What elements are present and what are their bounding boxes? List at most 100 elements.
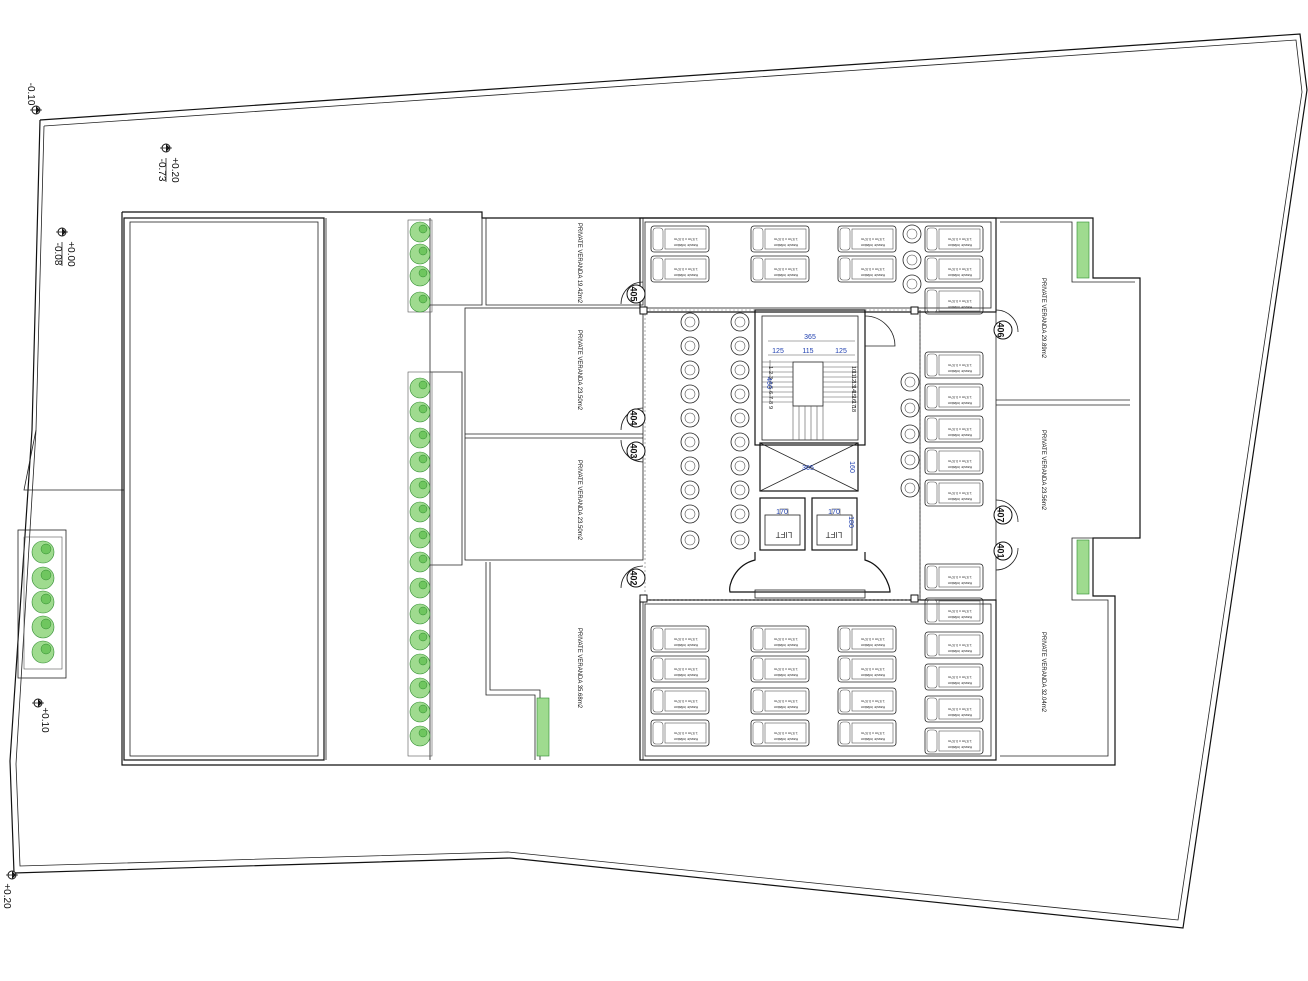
stair-step-number: 16 — [850, 396, 856, 402]
circle-marker-inner — [684, 484, 696, 496]
bed-size-label: 1.97m x 0.97m — [861, 267, 885, 271]
circle-marker — [680, 408, 700, 428]
bed-type-label: Hassle Inflation — [774, 673, 799, 677]
veranda-label-407: PRIVATE VERANDA 23.56m2 — [1040, 430, 1046, 511]
bed-type-label: Hassle Inflation — [948, 305, 973, 309]
unit-number-402: 402 — [629, 570, 639, 585]
bed-size-label: 1.97m x 0.97m — [674, 637, 698, 641]
left-planter — [17, 529, 67, 679]
bed-size-label: 1.97m x 0.97m — [774, 699, 798, 703]
circle-marker-inner — [734, 534, 746, 546]
bed-size-label: 1.97m x 0.97m — [948, 237, 972, 241]
veranda-label-406: PRIVATE VERANDA 29.89m2 — [1040, 278, 1046, 359]
circle-marker-inner — [684, 436, 696, 448]
bed-size-label: 1.97m x 0.97m — [948, 395, 972, 399]
level-c-upper: +0.00 — [65, 241, 76, 267]
unit-tag-405: 405 — [620, 281, 646, 305]
unit-number-407: 407 — [996, 507, 1006, 522]
level-c-lower: -0.08 — [52, 243, 63, 266]
bed-type-label: Hassle Inflation — [774, 273, 799, 277]
bed-size-label: 1.97m x 0.97m — [774, 237, 798, 241]
level-a-upper: -0.10 — [25, 83, 36, 106]
bed-type-label: Hassle Inflation — [948, 433, 973, 437]
level-marker-d: +0.10 — [32, 698, 50, 733]
circle-marker — [902, 250, 922, 270]
circle-marker — [902, 274, 922, 294]
bed-size-label: 1.97m x 0.97m — [674, 237, 698, 241]
tree-canopy — [418, 404, 428, 414]
unit-number-404: 404 — [629, 410, 639, 425]
bed-size-label: 1.97m x 0.97m — [948, 739, 972, 743]
bed-type-label: Hassle Inflation — [861, 273, 886, 277]
bed-size-label: 1.97m x 0.97m — [948, 707, 972, 711]
circle-marker-inner — [734, 412, 746, 424]
unit-tag-407: 407 — [993, 499, 1019, 525]
circle-marker-inner — [734, 508, 746, 520]
bed-size-label: 1.97m x 0.97m — [948, 363, 972, 367]
level-b-lower: -0.73 — [156, 159, 167, 182]
lift-left: 170 LIFT — [759, 497, 806, 551]
circle-marker-inner — [904, 454, 916, 466]
tree-canopy — [418, 580, 428, 590]
bed-size-label: 1.97m x 0.97m — [948, 491, 972, 495]
circle-marker-inner — [734, 388, 746, 400]
bed-type-label: Hassle Inflation — [948, 745, 973, 749]
bed-type-label: Hassle Inflation — [674, 273, 699, 277]
circle-marker — [730, 336, 750, 356]
service-shaft: 365 160 — [759, 442, 859, 492]
stair-step-number: 14 — [850, 386, 856, 392]
bed-type-label: Hassle Inflation — [861, 243, 886, 247]
unit-tag-404: 404 — [620, 407, 646, 431]
bed-size-label: 1.97m x 0.97m — [861, 237, 885, 241]
circle-marker-inner — [906, 228, 918, 240]
circle-marker — [680, 312, 700, 332]
veranda-label-401: PRIVATE VERANDA 32.04m2 — [1040, 632, 1046, 713]
planter-beds — [536, 221, 1090, 757]
stair-step-number: 11 — [850, 371, 856, 377]
bed-type-label: Hassle Inflation — [948, 401, 973, 405]
unit-number-403: 403 — [629, 443, 639, 458]
circle-marker — [680, 432, 700, 452]
circle-marker-inner — [734, 436, 746, 448]
tree-canopy — [418, 294, 428, 304]
shrub-canopy — [40, 543, 52, 555]
dim-lift-left: 170 — [776, 509, 788, 516]
lobby — [729, 552, 891, 599]
circle-marker — [680, 336, 700, 356]
bed-size-label: 1.97m x 0.97m — [948, 267, 972, 271]
tree-canopy — [418, 454, 428, 464]
tree-canopy — [418, 224, 428, 234]
dim-stair-width: 365 — [804, 334, 816, 341]
bed-size-label: 1.97m x 0.97m — [948, 609, 972, 613]
bed-size-label: 1.97m x 0.97m — [774, 637, 798, 641]
circle-marker — [730, 530, 750, 550]
bed-size-label: 1.97m x 0.97m — [861, 699, 885, 703]
dim-stair-mid: 115 — [802, 348, 813, 355]
dim-stair-depth: 460 — [765, 377, 772, 389]
circle-marker — [902, 224, 922, 244]
bed-type-label: Hassle Inflation — [674, 673, 699, 677]
bed-size-label: 1.97m x 0.97m — [674, 731, 698, 735]
lift-left-label: LIFT — [776, 530, 793, 539]
bed-size-label: 1.97m x 0.97m — [948, 643, 972, 647]
circle-marker — [900, 424, 920, 444]
